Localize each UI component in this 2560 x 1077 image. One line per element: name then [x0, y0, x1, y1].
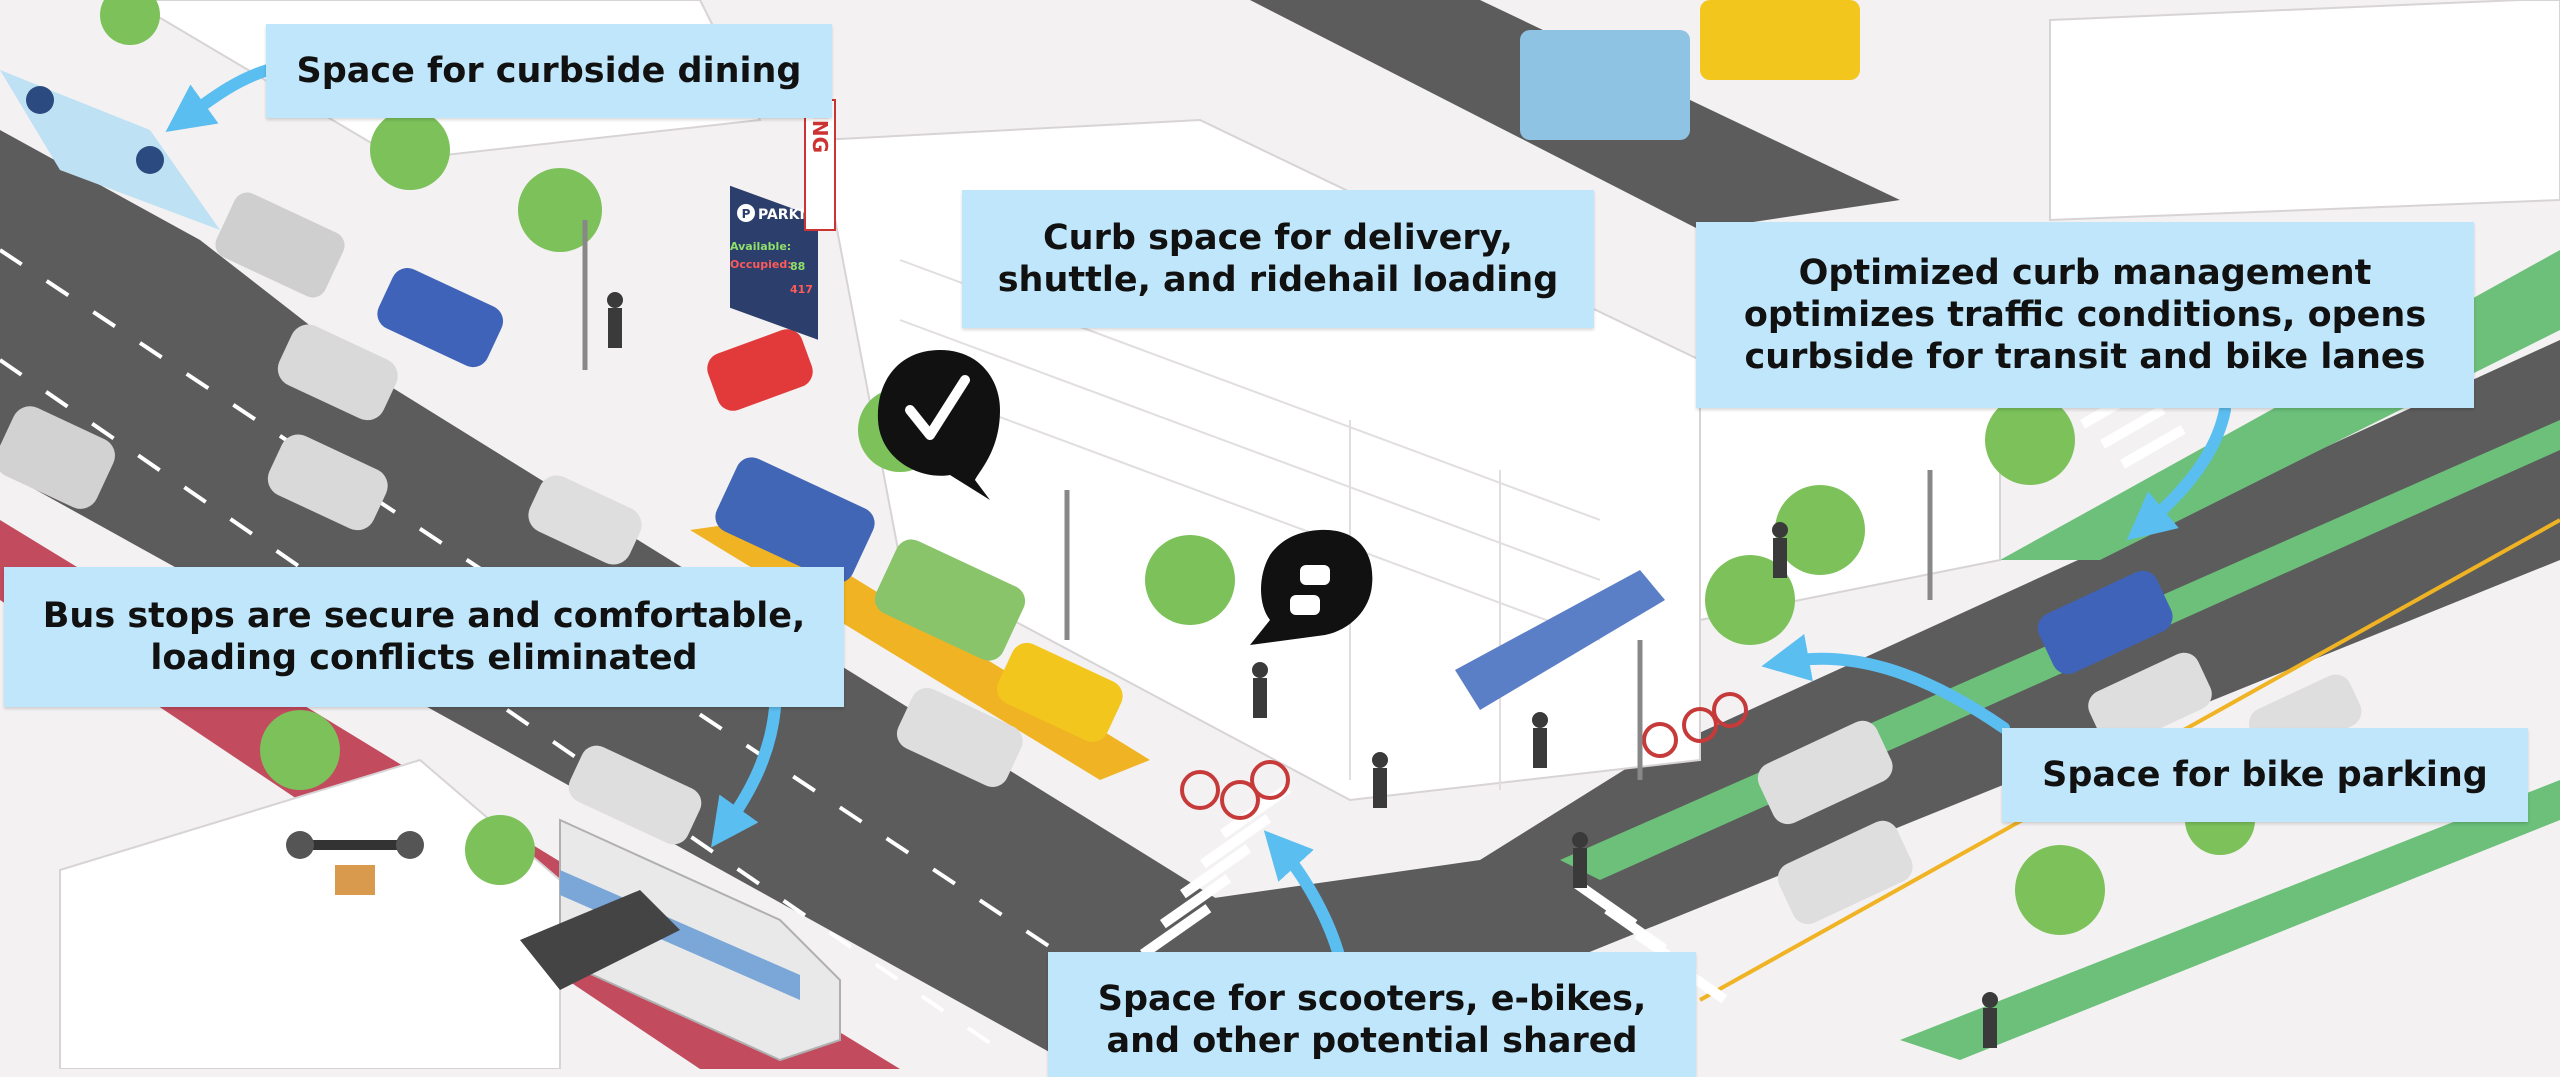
blue-awning	[1455, 570, 1665, 710]
thumbs-up-bubble-icon	[1250, 529, 1373, 645]
callout-scooters: Space for scooters, e-bikes, and other p…	[1048, 952, 1696, 1077]
bike-rack-right	[1642, 692, 1748, 758]
arrow-dining	[165, 64, 274, 133]
callout-scoot-line1: Space for scooters, e-bikes,	[1097, 979, 1647, 1019]
callout-opt-line1: Optimized curb management	[1798, 253, 2372, 293]
bus-shelter	[520, 890, 680, 990]
checkmark-bubble-icon	[877, 350, 1000, 500]
parking-sign: P PARKING Available: 88 Occupied: 417	[730, 185, 828, 340]
arrow-scoot	[1263, 830, 1344, 958]
arrow-bike	[1761, 634, 2010, 734]
delivery-drone-icon	[286, 831, 424, 895]
callout-optimized-curb: Optimized curb management optimizes traf…	[1696, 222, 2474, 408]
callout-curb-delivery: Curb space for delivery, shuttle, and ri…	[962, 190, 1594, 328]
callout-curbside-dining-text: Space for curbside dining	[296, 51, 802, 91]
street-lights	[582, 220, 1933, 780]
callout-curb-line2: shuttle, and ridehail loading	[997, 260, 1559, 300]
vertical-parking-sign: KING	[804, 97, 836, 231]
arrow-opt	[2126, 404, 2231, 541]
callout-bus-line1: Bus stops are secure and comfortable,	[42, 596, 806, 636]
building-top-right	[2049, 0, 2560, 222]
cars	[0, 0, 2362, 925]
parking-sign-letter: P	[742, 207, 751, 221]
callout-bike-parking: Space for bike parking	[2002, 728, 2528, 822]
bike-rack-left	[1180, 760, 1290, 820]
parking-available-label: Available:	[730, 240, 791, 253]
callout-opt-line3: curbside for transit and bike lanes	[1744, 337, 2426, 377]
parking-available-value: 88	[790, 260, 805, 273]
callout-scoot-line2: and other potential shared	[1106, 1021, 1638, 1061]
callout-bike-parking-text: Space for bike parking	[2042, 755, 2488, 795]
callout-curbside-dining: Space for curbside dining	[266, 24, 832, 118]
bike-lane-lower2	[1900, 780, 2560, 1060]
pedestrians	[607, 292, 1998, 1048]
cross-street	[1200, 340, 2560, 1069]
arrow-bus	[711, 702, 781, 848]
parking-occupied-label: Occupied:	[730, 258, 792, 271]
dining-area	[0, 70, 220, 230]
callout-curb-line1: Curb space for delivery,	[1042, 218, 1513, 258]
callout-opt-line2: optimizes traffic conditions, opens	[1743, 295, 2427, 335]
callout-bus-line2: loading conflicts eliminated	[150, 638, 698, 678]
callout-bus-stops: Bus stops are secure and comfortable, lo…	[4, 567, 844, 707]
parking-occupied-value: 417	[790, 283, 813, 296]
